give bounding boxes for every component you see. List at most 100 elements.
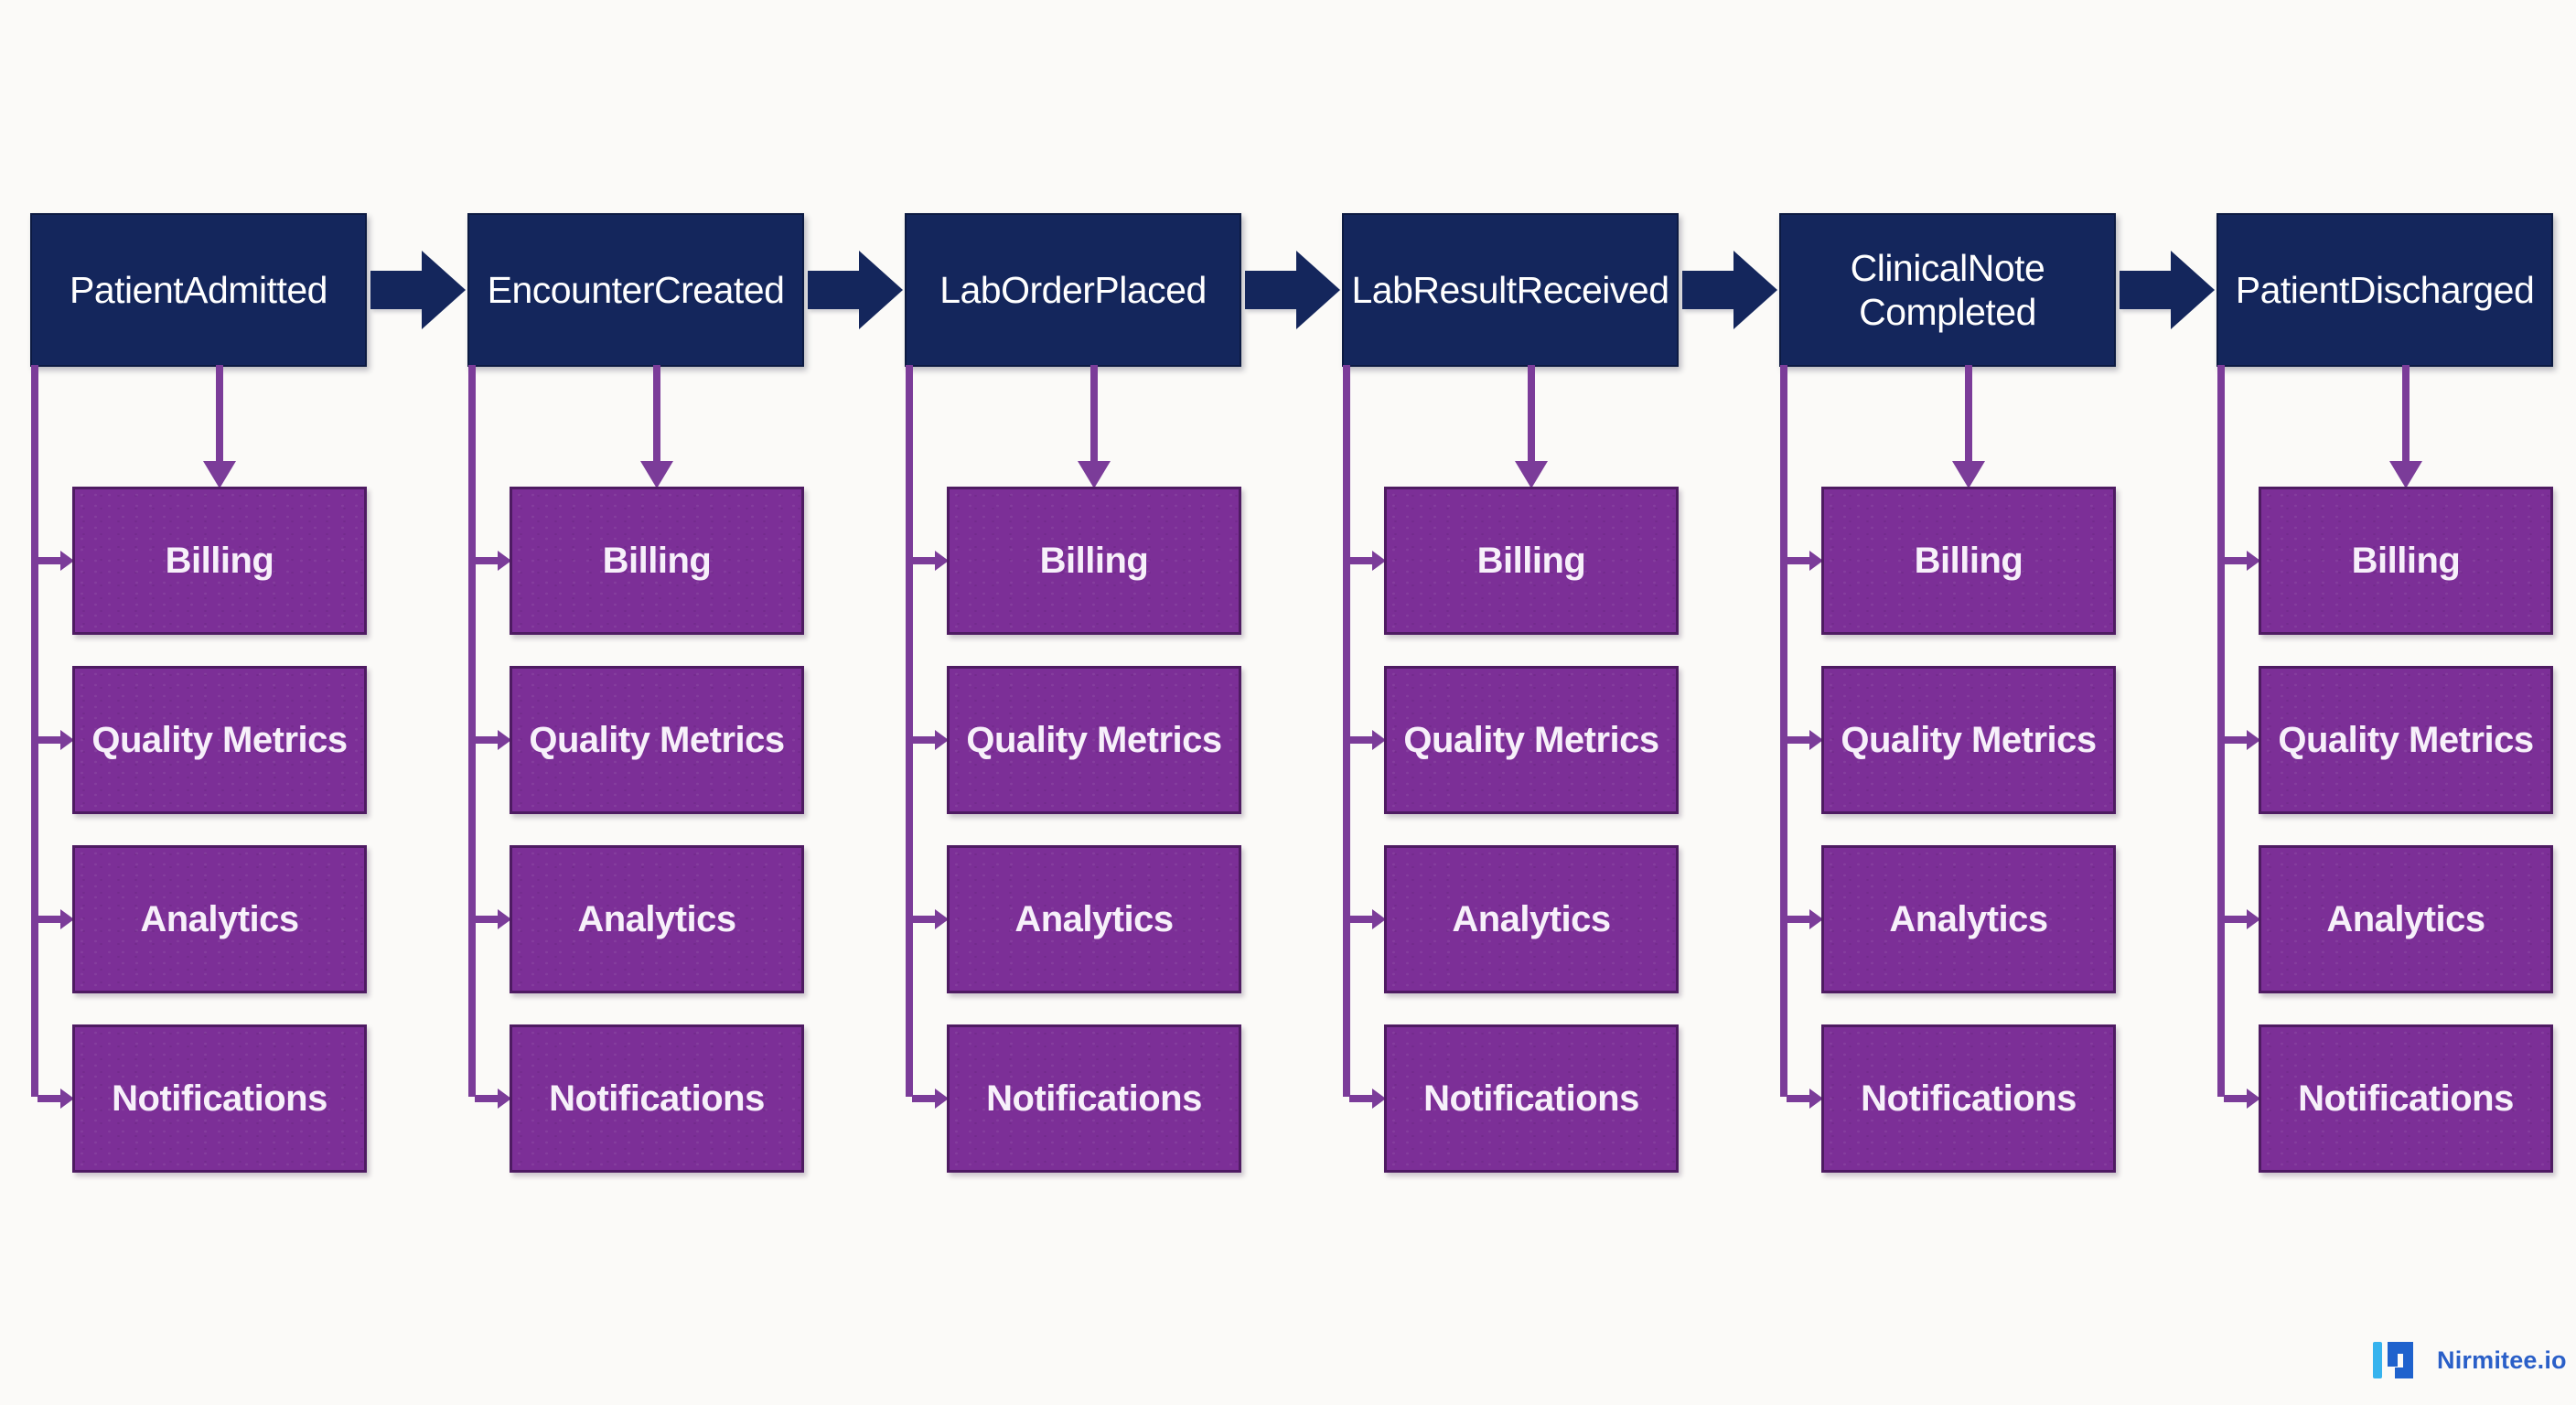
next-event-arrow-head — [2171, 251, 2215, 329]
subscriber-label: Quality Metrics — [1403, 719, 1659, 760]
down-arrow-shaft — [2402, 365, 2410, 463]
branch-arrow-head — [2247, 1089, 2260, 1109]
subscriber-node-billing: Billing — [2259, 487, 2553, 635]
down-arrow-head — [2389, 461, 2422, 488]
event-column-clinical-note-completed: ClinicalNote Completed Billing Quality M… — [1779, 0, 2215, 1405]
branch-arrow-head — [1372, 551, 1386, 571]
branch-arrow-head — [498, 551, 511, 571]
subscriber-node-analytics: Analytics — [72, 845, 367, 993]
subscriber-node-notifications: Notifications — [510, 1024, 804, 1173]
next-event-arrow-shaft — [808, 271, 859, 309]
branch-arrow-head — [1372, 909, 1386, 929]
subscriber-label: Analytics — [1452, 898, 1611, 939]
subscriber-label: Billing — [1476, 540, 1586, 581]
branch-arrow-head — [498, 1089, 511, 1109]
subscriber-node-billing: Billing — [72, 487, 367, 635]
fanout-rail — [906, 365, 913, 1097]
brand-logo-text: Nirmitee.io — [2437, 1346, 2567, 1374]
fanout-rail — [2217, 365, 2225, 1097]
subscriber-node-quality-metrics: Quality Metrics — [947, 666, 1241, 814]
subscriber-node-analytics: Analytics — [2259, 845, 2553, 993]
event-column-lab-result-received: LabResultReceived Billing Quality Metric… — [1342, 0, 1777, 1405]
branch-arrow-shaft — [38, 916, 61, 923]
branch-arrow-shaft — [1787, 1095, 1810, 1102]
branch-arrow-shaft — [475, 1095, 499, 1102]
fanout-rail — [1780, 365, 1787, 1097]
down-arrow-shaft — [1965, 365, 1972, 463]
branch-arrow-shaft — [912, 916, 936, 923]
event-node: PatientDischarged — [2216, 213, 2553, 367]
branch-arrow-shaft — [2224, 1095, 2248, 1102]
branch-arrow-shaft — [912, 557, 936, 564]
down-arrow-shaft — [216, 365, 223, 463]
next-event-arrow-head — [859, 251, 903, 329]
fanout-rail — [31, 365, 38, 1097]
branch-arrow-shaft — [38, 557, 61, 564]
subscriber-label: Notifications — [549, 1078, 765, 1119]
down-arrow-shaft — [653, 365, 660, 463]
event-label: EncounterCreated — [487, 268, 785, 311]
branch-arrow-shaft — [1349, 557, 1373, 564]
event-label: PatientAdmitted — [70, 268, 327, 311]
subscriber-node-quality-metrics: Quality Metrics — [2259, 666, 2553, 814]
next-event-arrow-head — [1733, 251, 1777, 329]
down-arrow-head — [1078, 461, 1111, 488]
branch-arrow-head — [1372, 730, 1386, 750]
event-label: PatientDischarged — [2235, 268, 2535, 311]
branch-arrow-shaft — [2224, 736, 2248, 744]
down-arrow-head — [203, 461, 236, 488]
branch-arrow-shaft — [1787, 736, 1810, 744]
subscriber-label: Notifications — [986, 1078, 1202, 1119]
subscriber-node-billing: Billing — [1821, 487, 2116, 635]
subscriber-node-quality-metrics: Quality Metrics — [1384, 666, 1679, 814]
branch-arrow-shaft — [1787, 916, 1810, 923]
subscriber-label: Notifications — [1861, 1078, 2077, 1119]
branch-arrow-head — [2247, 909, 2260, 929]
subscriber-label: Billing — [165, 540, 274, 581]
fanout-rail — [468, 365, 476, 1097]
subscriber-label: Analytics — [1014, 898, 1174, 939]
subscriber-label: Quality Metrics — [966, 719, 1222, 760]
event-node: EncounterCreated — [467, 213, 804, 367]
nirmitee-logo-icon — [2373, 1342, 2413, 1378]
subscriber-node-analytics: Analytics — [1384, 845, 1679, 993]
event-node: LabOrderPlaced — [905, 213, 1241, 367]
event-column-lab-order-placed: LabOrderPlaced Billing Quality Metrics A… — [905, 0, 1340, 1405]
subscriber-label: Quality Metrics — [91, 719, 348, 760]
branch-arrow-shaft — [2224, 916, 2248, 923]
branch-arrow-head — [2247, 730, 2260, 750]
down-arrow-head — [1515, 461, 1548, 488]
branch-arrow-head — [1809, 909, 1823, 929]
branch-arrow-head — [60, 909, 74, 929]
branch-arrow-head — [935, 909, 949, 929]
next-event-arrow-shaft — [1245, 271, 1296, 309]
branch-arrow-head — [935, 551, 949, 571]
next-event-arrow-shaft — [1682, 271, 1733, 309]
subscriber-node-billing: Billing — [1384, 487, 1679, 635]
event-label: LabOrderPlaced — [939, 268, 1207, 311]
subscriber-node-quality-metrics: Quality Metrics — [1821, 666, 2116, 814]
subscriber-node-analytics: Analytics — [510, 845, 804, 993]
branch-arrow-head — [1809, 1089, 1823, 1109]
event-column-patient-discharged: PatientDischarged Billing Quality Metric… — [2216, 0, 2553, 1405]
branch-arrow-head — [1372, 1089, 1386, 1109]
subscriber-node-quality-metrics: Quality Metrics — [510, 666, 804, 814]
branch-arrow-shaft — [1349, 1095, 1373, 1102]
subscriber-node-analytics: Analytics — [947, 845, 1241, 993]
fanout-rail — [1343, 365, 1350, 1097]
branch-arrow-shaft — [912, 1095, 936, 1102]
branch-arrow-shaft — [1349, 736, 1373, 744]
branch-arrow-head — [2247, 551, 2260, 571]
branch-arrow-head — [498, 730, 511, 750]
branch-arrow-head — [935, 730, 949, 750]
subscriber-node-analytics: Analytics — [1821, 845, 2116, 993]
down-arrow-shaft — [1528, 365, 1535, 463]
event-label: ClinicalNote Completed — [1850, 246, 2045, 333]
brand-logo: Nirmitee.io — [2373, 1339, 2567, 1381]
subscriber-node-billing: Billing — [510, 487, 804, 635]
subscriber-label: Billing — [1914, 540, 2023, 581]
branch-arrow-head — [935, 1089, 949, 1109]
branch-arrow-head — [498, 909, 511, 929]
subscriber-node-notifications: Notifications — [1384, 1024, 1679, 1173]
